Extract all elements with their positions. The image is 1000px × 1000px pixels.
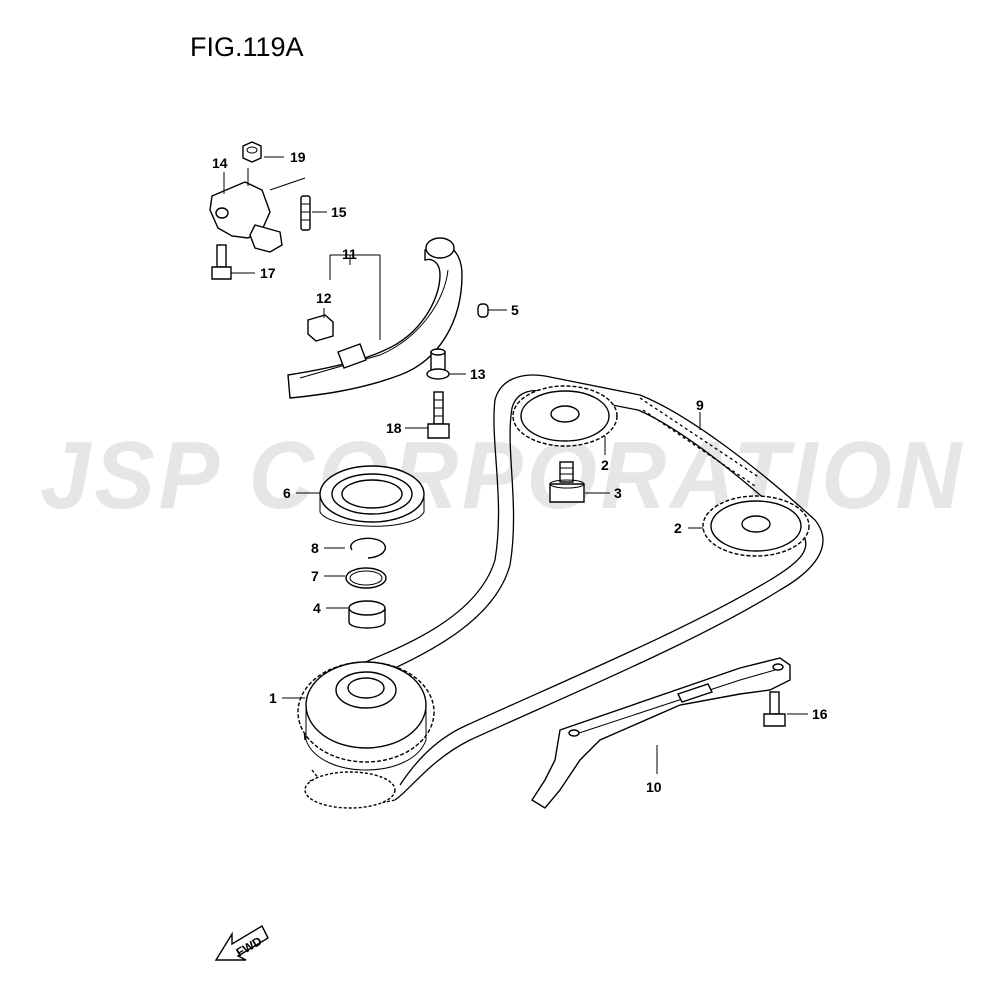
drive-gear: [297, 661, 435, 809]
callout-16: 16: [812, 706, 828, 722]
guide-pad: [307, 314, 334, 342]
callout-2-upper: 2: [601, 457, 609, 473]
cam-sprocket-lower: [702, 495, 810, 557]
callout-19: 19: [290, 149, 306, 165]
callout-10: 10: [646, 779, 662, 795]
figure-title: FIG.119A: [190, 32, 304, 62]
callout-1: 1: [269, 690, 277, 706]
callout-14: 14: [212, 155, 228, 171]
callout-12: 12: [316, 290, 332, 306]
tensioner-bolt: [211, 244, 232, 280]
callout-7: 7: [311, 568, 319, 584]
o-ring: [345, 567, 387, 589]
chain-guide: [531, 657, 791, 809]
callout-4: 4: [313, 600, 321, 616]
chain-tensioner: [209, 168, 283, 253]
leader-lines: [223, 156, 808, 774]
tensioner-nut: [242, 141, 262, 163]
callout-2-lower: 2: [674, 520, 682, 536]
callout-5: 5: [511, 302, 519, 318]
bearing: [319, 465, 425, 527]
callout-18: 18: [386, 420, 402, 436]
callout-8: 8: [311, 540, 319, 556]
callout-15: 15: [331, 204, 347, 220]
sprocket-bolt: [549, 461, 585, 503]
guide-mount-bolt: [763, 691, 786, 727]
fwd-arrow-icon: [214, 925, 269, 961]
callout-6: 6: [283, 485, 291, 501]
guide-pin: [477, 303, 489, 318]
cam-sprocket-upper: [512, 385, 618, 447]
callout-11: 11: [342, 246, 357, 262]
callout-17: 17: [260, 265, 276, 281]
callouts: 19 14 15 17 11 12 5 13 18 9 2 3 6 2 8 7 …: [212, 149, 828, 795]
callout-3: 3: [614, 485, 622, 501]
circlip: [350, 537, 386, 559]
tensioner-guide: [287, 237, 463, 399]
collar: [348, 600, 386, 629]
fwd-direction-marker: FWD: [214, 925, 269, 961]
callout-13: 13: [470, 366, 486, 382]
watermark-text: JSP CORPORATION: [40, 422, 965, 529]
guide-bolt: [427, 391, 450, 439]
callout-9: 9: [696, 397, 704, 413]
tensioner-stud: [269, 177, 311, 231]
